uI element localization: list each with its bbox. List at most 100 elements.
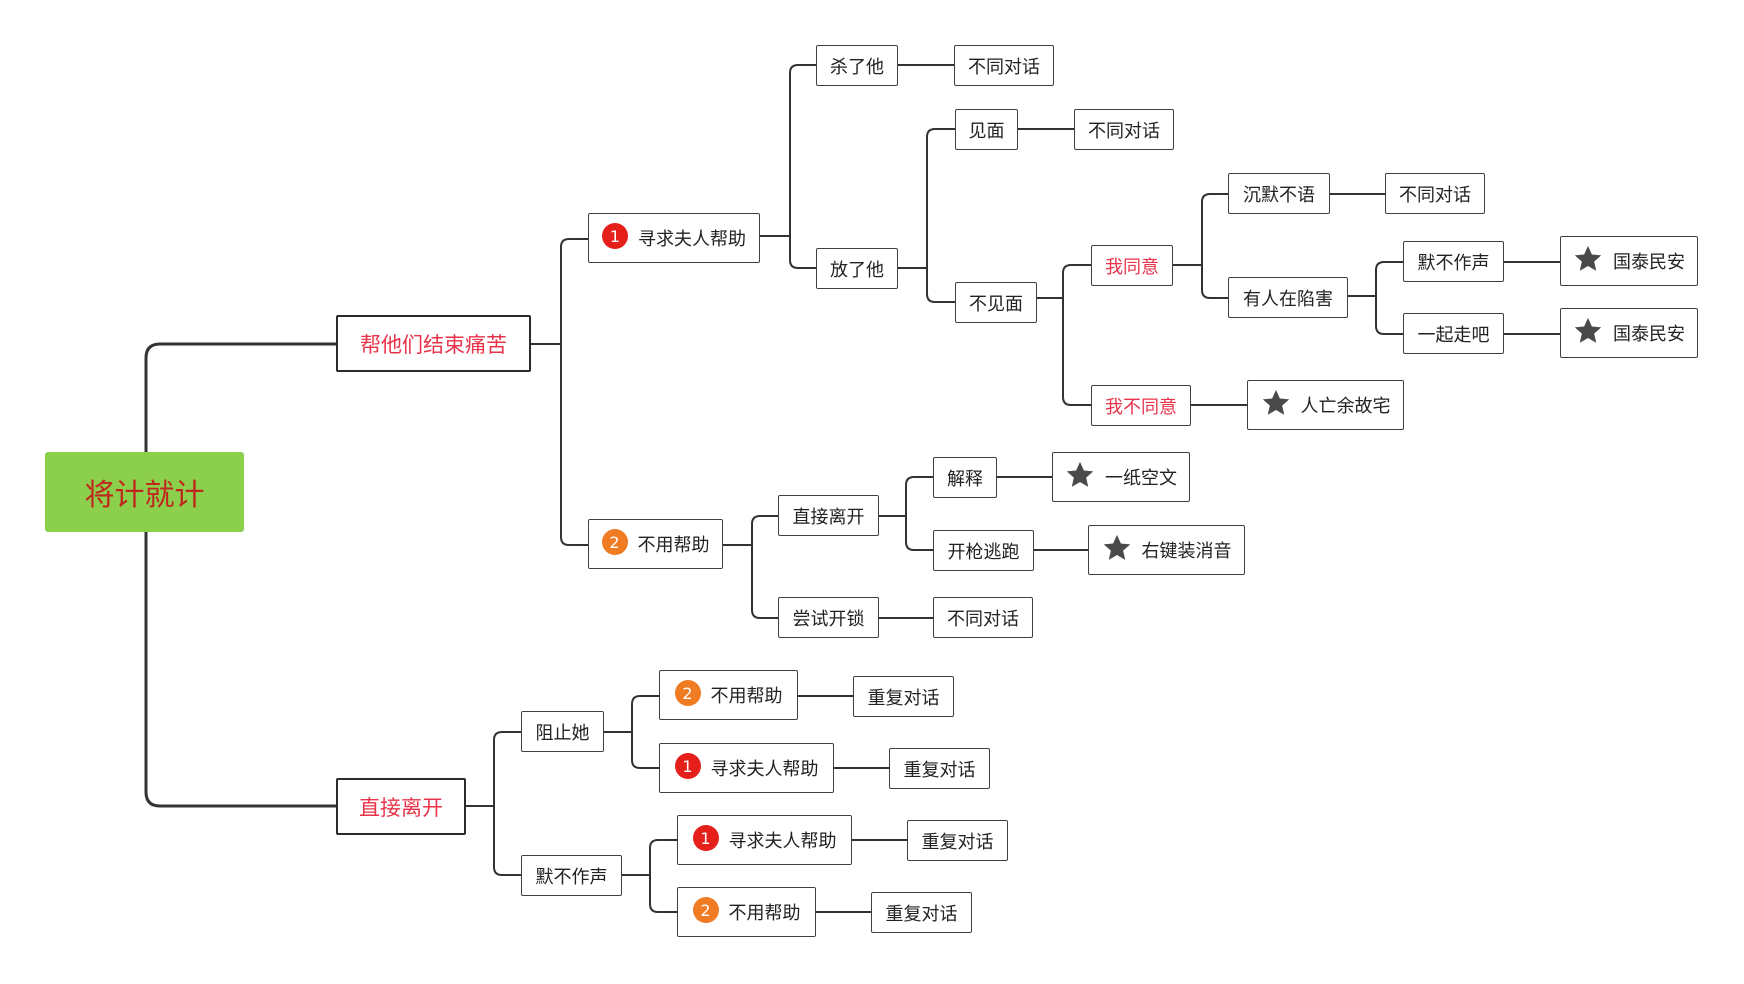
- unlock-result-label: 不同对话: [947, 608, 1019, 630]
- connector-quiet-seek: [649, 839, 677, 875]
- connector-nohelp-unlock: [751, 545, 778, 619]
- connector-b-stop: [493, 731, 521, 806]
- branch-b-node[interactable]: 直接离开: [336, 778, 466, 835]
- flee-ending-node[interactable]: 右键装消音: [1088, 525, 1245, 575]
- root-node[interactable]: 将计就计: [45, 452, 244, 532]
- priority-2-icon: 2: [601, 529, 628, 555]
- together-node[interactable]: 一起走吧: [1403, 313, 1504, 354]
- star-icon: [1574, 245, 1602, 271]
- connector-b-quiet: [493, 806, 521, 876]
- no-help-node[interactable]: 2 不用帮助: [588, 519, 723, 569]
- someone-node[interactable]: 有人在陷害: [1228, 277, 1348, 318]
- release-label: 放了他: [830, 259, 884, 281]
- priority-2-icon: 2: [692, 897, 719, 923]
- connector-someone-quiet: [1375, 261, 1403, 296]
- quiet-seek-help-node[interactable]: 1 寻求夫人帮助: [677, 815, 852, 865]
- meet-result-label: 不同对话: [1088, 120, 1160, 142]
- quiet-label: 默不作声: [1417, 252, 1490, 274]
- leave-label: 直接离开: [792, 506, 865, 528]
- connector-root-branch-b: [144, 532, 336, 808]
- seek-help-label: 寻求夫人帮助: [638, 229, 746, 250]
- quiet-seek-help-label: 寻求夫人帮助: [728, 831, 837, 852]
- priority-1-icon: 1: [692, 825, 719, 851]
- silent-result-node[interactable]: 不同对话: [1385, 173, 1485, 214]
- stop-no-help-node[interactable]: 2 不用帮助: [659, 670, 798, 720]
- connector-leave-flee: [905, 516, 933, 551]
- together-ending-label: 国泰民安: [1613, 324, 1685, 345]
- stop-seek-help-result-node[interactable]: 重复对话: [889, 748, 990, 789]
- stop-no-help-result-node[interactable]: 重复对话: [853, 676, 954, 717]
- quiet-node[interactable]: 默不作声: [1403, 241, 1504, 282]
- leave-node[interactable]: 直接离开: [778, 495, 879, 536]
- unlock-label: 尝试开锁: [792, 608, 865, 630]
- flee-label: 开枪逃跑: [947, 541, 1020, 563]
- disagree-node[interactable]: 我不同意: [1091, 385, 1191, 426]
- connector-seek-release: [789, 236, 816, 269]
- connector-nomeet-disagree: [1062, 298, 1091, 406]
- stop-no-help-result-label: 重复对话: [867, 687, 940, 709]
- kill-label: 杀了他: [830, 56, 884, 78]
- unlock-result-node[interactable]: 不同对话: [933, 597, 1033, 638]
- quiet-seek-help-result-node[interactable]: 重复对话: [907, 820, 1008, 861]
- explain-ending-label: 一纸空文: [1105, 468, 1177, 489]
- stop-seek-help-label: 寻求夫人帮助: [710, 759, 819, 780]
- star-icon: [1066, 461, 1094, 487]
- connector-quiet-nohelp: [649, 875, 677, 913]
- explain-ending-node[interactable]: 一纸空文: [1052, 452, 1190, 502]
- stop-seek-help-node[interactable]: 1 寻求夫人帮助: [659, 743, 834, 793]
- unlock-node[interactable]: 尝试开锁: [778, 597, 879, 638]
- disagree-ending-label: 人亡余故宅: [1300, 396, 1391, 417]
- seek-help-node[interactable]: 1 寻求夫人帮助: [588, 213, 760, 263]
- silent-label: 沉默不语: [1243, 184, 1315, 206]
- stop-no-help-label: 不用帮助: [710, 686, 783, 707]
- flee-ending-label: 右键装消音: [1141, 541, 1232, 562]
- priority-1-icon: 1: [602, 223, 628, 249]
- connector-seek-kill: [789, 64, 816, 236]
- meet-node[interactable]: 见面: [955, 109, 1018, 150]
- quiet-ending-node[interactable]: 国泰民安: [1560, 236, 1698, 286]
- disagree-ending-node[interactable]: 人亡余故宅: [1247, 380, 1404, 430]
- silent-node[interactable]: 沉默不语: [1228, 173, 1330, 214]
- flee-node[interactable]: 开枪逃跑: [933, 530, 1034, 571]
- connector-leave-explain: [905, 476, 933, 516]
- agree-node[interactable]: 我同意: [1091, 245, 1173, 286]
- connector-nohelp-leave: [751, 515, 778, 545]
- together-ending-node[interactable]: 国泰民安: [1560, 308, 1698, 358]
- connector-stop-nohelp: [631, 695, 659, 732]
- root-label: 将计就计: [84, 478, 205, 513]
- connector-a-nohelp: [560, 344, 588, 546]
- b-quiet-node[interactable]: 默不作声: [521, 855, 622, 896]
- quiet-seek-help-result-label: 重复对话: [921, 831, 994, 853]
- connector-a-seek: [560, 238, 588, 344]
- connector-agree-someone: [1201, 265, 1228, 299]
- no-meet-label: 不见面: [969, 293, 1023, 315]
- no-help-label: 不用帮助: [637, 535, 710, 556]
- priority-1-icon: 1: [674, 753, 701, 779]
- quiet-no-help-result-node[interactable]: 重复对话: [871, 892, 972, 933]
- release-node[interactable]: 放了他: [816, 248, 898, 289]
- quiet-ending-label: 国泰民安: [1613, 252, 1685, 273]
- connector-release-meet: [926, 128, 955, 268]
- branch-a-node[interactable]: 帮他们结束痛苦: [336, 315, 531, 372]
- branch-a-label: 帮他们结束痛苦: [360, 332, 507, 357]
- star-icon: [1574, 317, 1602, 343]
- kill-result-label: 不同对话: [968, 56, 1040, 78]
- meet-label: 见面: [968, 120, 1005, 142]
- stop-label: 阻止她: [535, 722, 590, 744]
- kill-node[interactable]: 杀了他: [816, 45, 898, 86]
- connector-someone-together: [1375, 296, 1403, 335]
- together-label: 一起走吧: [1417, 324, 1490, 346]
- connector-root-branch-a: [144, 342, 336, 452]
- connector-stop-seek: [631, 732, 659, 769]
- agree-label: 我同意: [1105, 256, 1159, 278]
- connector-agree-silent: [1201, 193, 1228, 265]
- disagree-label: 我不同意: [1105, 396, 1177, 418]
- meet-result-node[interactable]: 不同对话: [1074, 109, 1174, 150]
- no-meet-node[interactable]: 不见面: [955, 282, 1037, 323]
- kill-result-node[interactable]: 不同对话: [954, 45, 1054, 86]
- stop-node[interactable]: 阻止她: [521, 711, 604, 752]
- silent-result-label: 不同对话: [1399, 184, 1471, 206]
- quiet-no-help-node[interactable]: 2 不用帮助: [677, 887, 816, 937]
- explain-node[interactable]: 解释: [933, 457, 997, 498]
